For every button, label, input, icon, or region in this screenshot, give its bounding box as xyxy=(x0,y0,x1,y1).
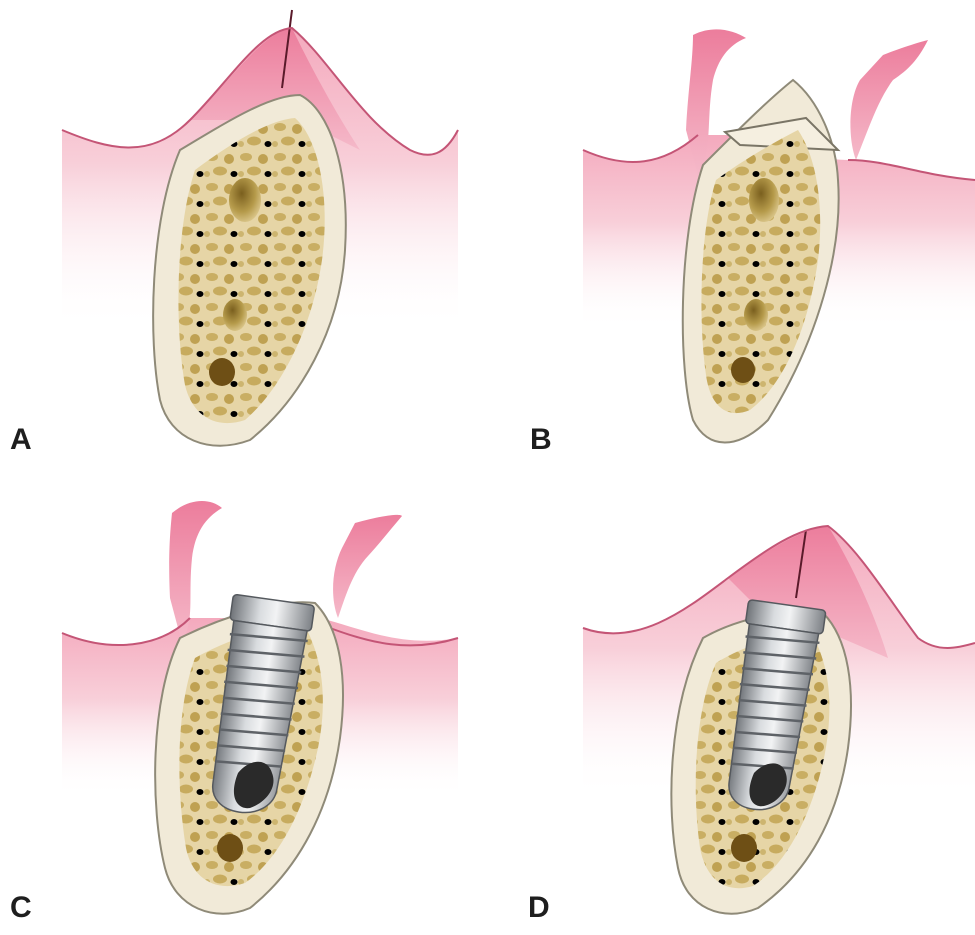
marrow-space xyxy=(229,178,261,222)
panel-a: A xyxy=(0,0,487,467)
panel-b: B xyxy=(488,0,975,467)
mandibular-canal xyxy=(731,834,757,862)
panel-c-illustration xyxy=(0,468,487,935)
panel-label: C xyxy=(10,893,32,923)
panel-label: D xyxy=(528,893,550,923)
mandibular-canal xyxy=(731,357,755,383)
marrow-space xyxy=(744,299,768,331)
reflected-flap-lingual xyxy=(850,40,928,160)
reflected-flap-lingual xyxy=(333,515,402,618)
panel-d-illustration xyxy=(488,468,975,935)
panel-d: D xyxy=(488,468,975,935)
marrow-space xyxy=(749,178,779,222)
mandibular-canal xyxy=(217,834,243,862)
marrow-space xyxy=(223,299,247,331)
panel-a-illustration xyxy=(0,0,487,467)
mandibular-canal xyxy=(209,358,235,386)
panel-label: A xyxy=(10,425,32,455)
panel-label: B xyxy=(530,425,552,455)
panel-b-illustration xyxy=(488,0,975,467)
panel-c: C xyxy=(0,468,487,935)
